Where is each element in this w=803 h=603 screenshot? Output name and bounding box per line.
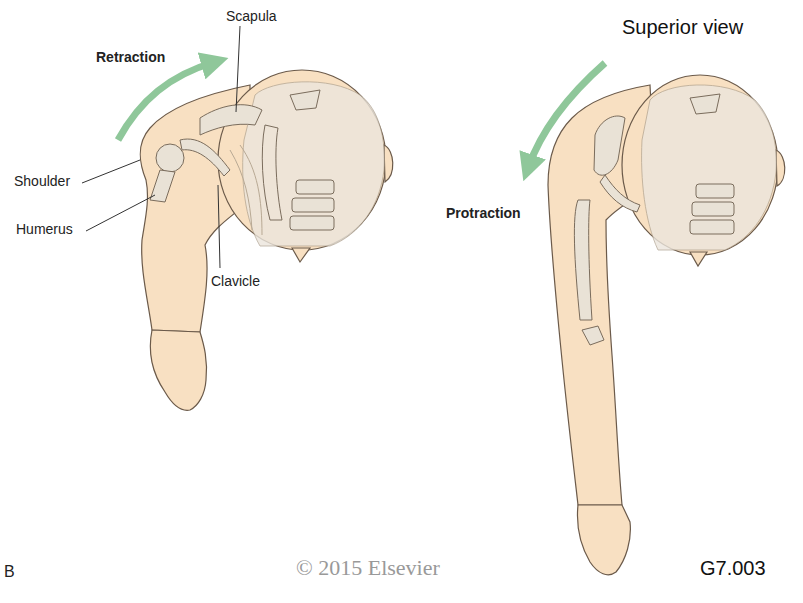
part-label: Shoulder <box>14 173 70 189</box>
part-label: Scapula <box>226 8 277 24</box>
motion-label: Protraction <box>446 205 521 221</box>
view-label: Superior view <box>622 16 743 39</box>
motion-label: Retraction <box>96 49 165 65</box>
copyright-watermark: © 2015 Elsevier <box>296 555 440 580</box>
part-label: Humerus <box>16 221 73 237</box>
part-label: Clavicle <box>211 273 260 289</box>
panel-letter: B <box>4 563 15 581</box>
figure-code: G7.003 <box>700 557 766 580</box>
